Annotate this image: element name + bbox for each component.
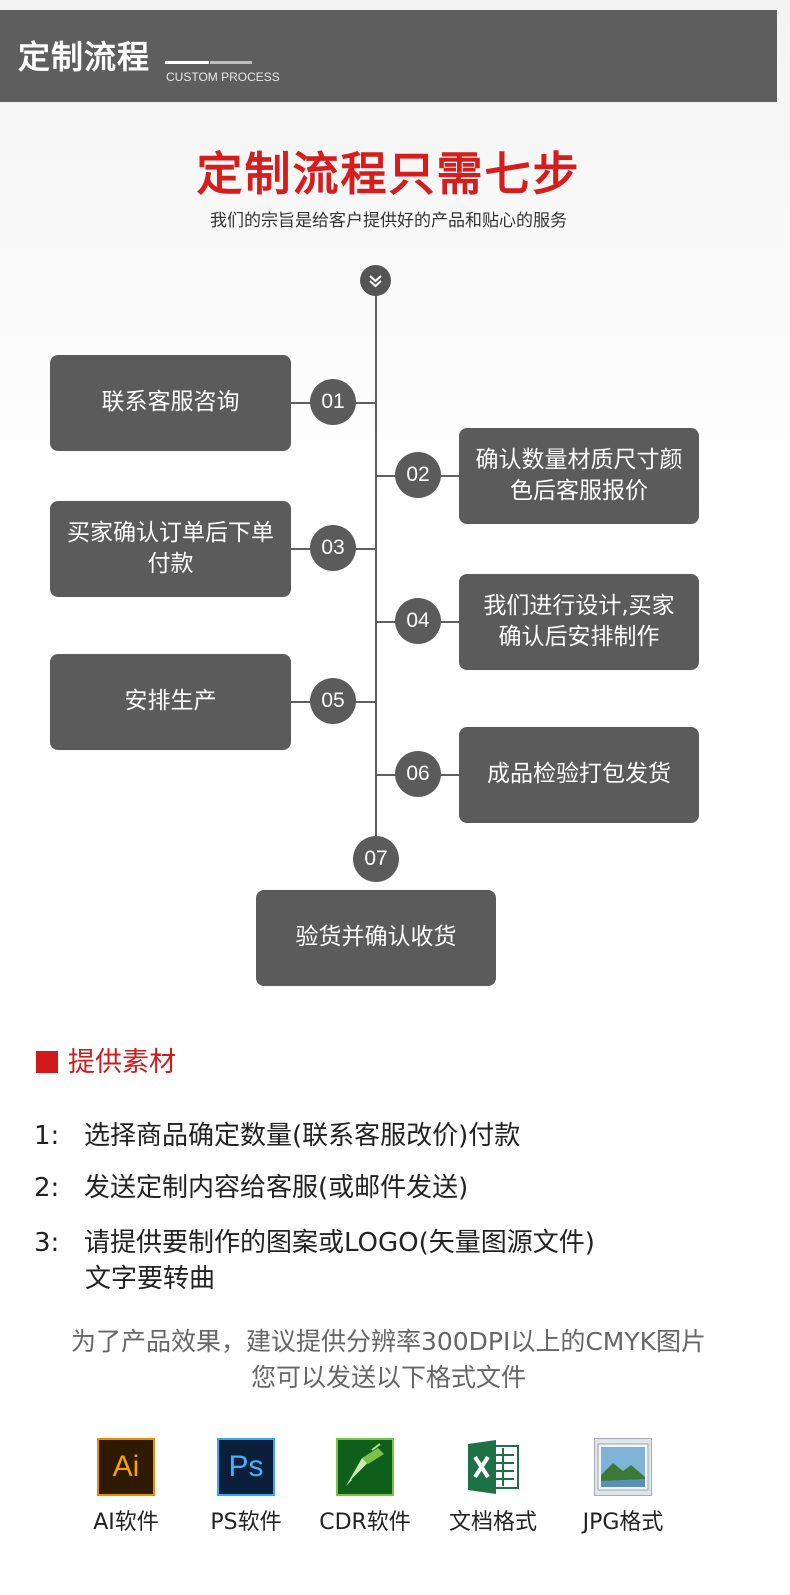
materials-item-2: 2: 发送定制内容给客服(或邮件发送) (34, 1167, 468, 1204)
step-box-04: 我们进行设计,买家确认后安排制作 (459, 574, 699, 670)
step-number-03: 03 (310, 525, 356, 571)
item-text: 选择商品确定数量(联系客服改价)付款 (84, 1121, 521, 1151)
format-label: CDR软件 (319, 1510, 411, 1535)
resolution-note: 为了产品效果，建议提供分辨率300DPI以上的CMYK图片 (70, 1327, 707, 1356)
materials-item-3-line2: 文字要转曲 (85, 1264, 216, 1294)
header-subtitle: CUSTOM PROCESS (166, 70, 280, 84)
step-box-07: 验货并确认收货 (256, 890, 496, 986)
header-divider (165, 61, 209, 64)
format-label: PS软件 (210, 1510, 282, 1535)
step-number-01: 01 (310, 379, 356, 425)
format-cdr: CDR软件 (305, 1438, 425, 1536)
format-ps: Ps PS软件 (186, 1438, 306, 1536)
step-text: 联系客服咨询 (101, 389, 240, 416)
timeline-line (375, 290, 377, 850)
step-text: 我们进行设计,买家确认后安排制作 (483, 592, 675, 650)
format-label: 文档格式 (448, 1510, 537, 1535)
item-number: 3: (34, 1228, 60, 1258)
format-label: AI软件 (93, 1510, 159, 1535)
step-text: 成品检验打包发货 (487, 761, 671, 788)
format-note: 您可以发送以下格式文件 (250, 1363, 526, 1392)
photoshop-icon: Ps (217, 1438, 275, 1496)
excel-icon (464, 1438, 522, 1496)
format-jpg: JPG格式 (563, 1438, 683, 1536)
illustrator-icon: Ai (97, 1438, 155, 1496)
step-number-04: 04 (395, 598, 441, 644)
item-text: 请提供要制作的图案或LOGO(矢量图源文件) (84, 1228, 595, 1258)
image-icon (594, 1438, 652, 1496)
format-doc: 文档格式 (433, 1438, 553, 1536)
step-text: 验货并确认收货 (295, 924, 457, 951)
step-number-07: 07 (353, 836, 399, 882)
item-number: 2: (34, 1173, 60, 1203)
header-bar: 定制流程 CUSTOM PROCESS (0, 10, 777, 102)
header-divider-alt (210, 61, 252, 64)
square-bullet-icon (36, 1051, 58, 1073)
page-title: 定制流程只需七步 (196, 147, 581, 201)
chevron-down-icon (360, 265, 391, 296)
materials-item-1: 1: 选择商品确定数量(联系客服改价)付款 (34, 1115, 520, 1152)
step-text: 确认数量材质尺寸颜色后客服报价 (475, 446, 683, 504)
coreldraw-icon (336, 1438, 394, 1496)
step-box-01: 联系客服咨询 (50, 355, 291, 451)
header-title: 定制流程 (18, 38, 151, 76)
step-number-05: 05 (310, 678, 356, 724)
step-number-06: 06 (395, 751, 441, 797)
format-label: JPG格式 (582, 1510, 664, 1535)
page-tagline: 我们的宗旨是给客户提供好的产品和贴心的服务 (210, 211, 567, 231)
step-box-06: 成品检验打包发货 (459, 727, 699, 823)
materials-item-3: 3: 请提供要制作的图案或LOGO(矢量图源文件) (34, 1222, 595, 1259)
item-text: 发送定制内容给客服(或邮件发送) (84, 1173, 469, 1203)
step-text: 安排生产 (124, 688, 217, 715)
step-text: 买家确认订单后下单付款 (67, 519, 274, 577)
step-box-03: 买家确认订单后下单付款 (50, 501, 291, 597)
materials-heading-label: 提供素材 (68, 1047, 176, 1078)
step-box-02: 确认数量材质尺寸颜色后客服报价 (459, 428, 699, 524)
format-ai: Ai AI软件 (66, 1438, 186, 1536)
step-number-02: 02 (395, 452, 441, 498)
item-number: 1: (34, 1121, 60, 1151)
step-box-05: 安排生产 (50, 654, 291, 750)
